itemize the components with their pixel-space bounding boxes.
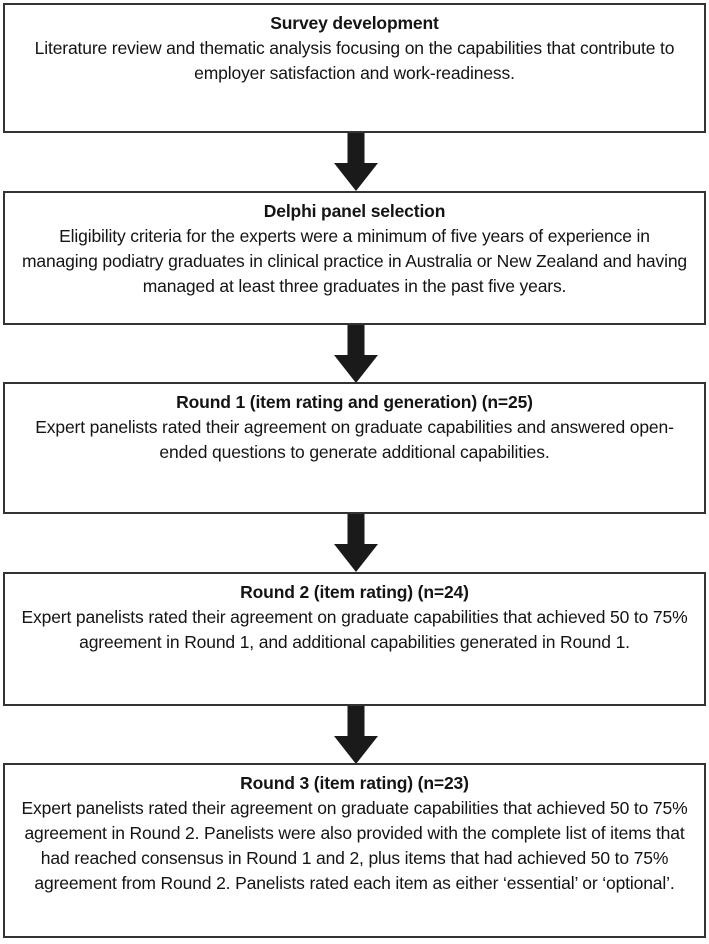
node-title: Round 2 (item rating) (n=24) [240,581,469,602]
flowchart-connector-4 [3,705,706,764]
flowchart-connector-3 [3,514,706,573]
node-title: Round 3 (item rating) (n=23) [240,773,469,794]
flowchart-node-round-2: Round 2 (item rating) (n=24) Expert pane… [3,571,706,706]
node-title: Round 1 (item rating and generation) (n=… [176,392,533,413]
node-body: Expert panelists rated their agreement o… [21,798,688,894]
node-title: Survey development [270,13,439,33]
node-body: Literature review and thematic analysis … [34,38,675,83]
down-arrow-icon [334,133,378,192]
down-arrow-icon [334,324,378,383]
flowchart-connector-2 [3,324,706,383]
flowchart-node-survey-development: Survey development Literature review and… [3,3,706,134]
node-title: Delphi panel selection [263,200,446,221]
flowchart-node-round-3: Round 3 (item rating) (n=23) Expert pane… [3,763,706,938]
node-body: Expert panelists rated their agreement o… [35,417,674,463]
node-body: Eligibility criteria for the experts wer… [22,225,687,296]
down-arrow-icon [334,705,378,764]
flowchart-node-delphi-panel-selection: Delphi panel selection Eligibility crite… [3,190,706,325]
node-body: Expert panelists rated their agreement o… [21,606,688,652]
flowchart-node-round-1: Round 1 (item rating and generation) (n=… [3,382,706,515]
flowchart-connector-1 [3,133,706,192]
down-arrow-icon [334,514,378,573]
